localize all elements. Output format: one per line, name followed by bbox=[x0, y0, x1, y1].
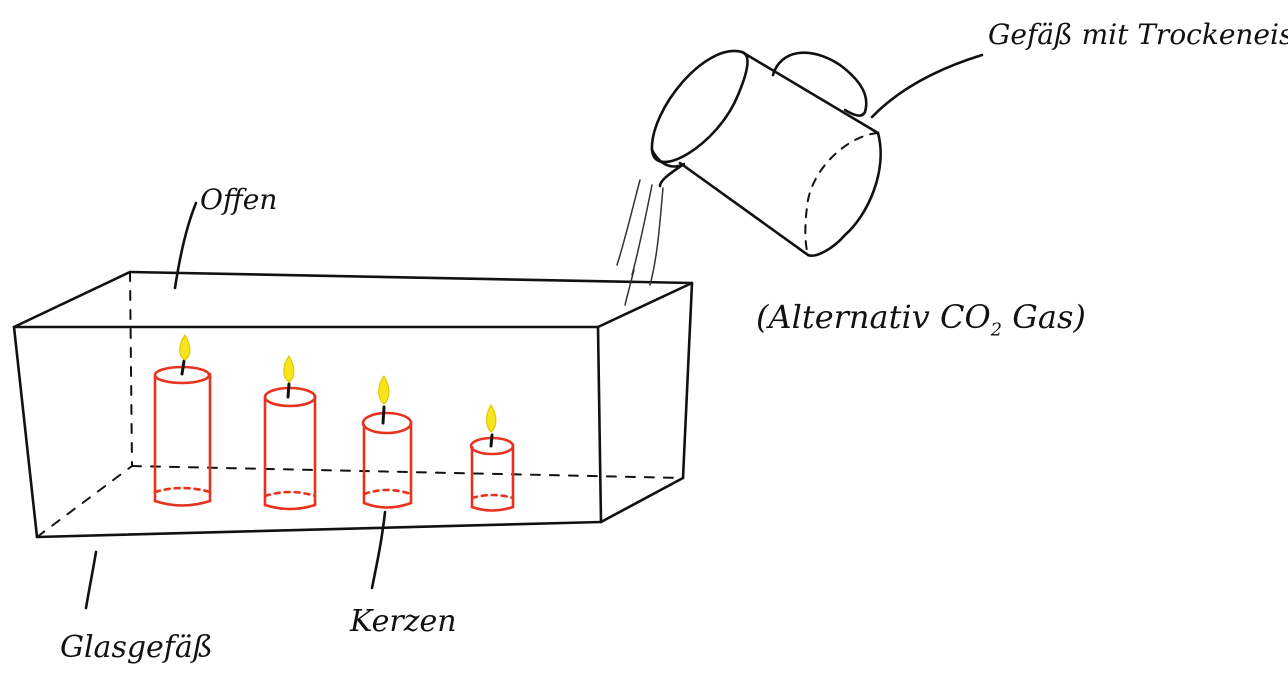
candle-4 bbox=[469, 436, 515, 512]
gas-stream bbox=[616, 179, 664, 306]
candle-2 bbox=[263, 386, 317, 511]
tank-front-right-edge bbox=[596, 325, 603, 524]
label-offen: Offen bbox=[200, 183, 278, 216]
flame-3-icon bbox=[378, 375, 390, 405]
label-alternative-subscript: 2 bbox=[990, 319, 1003, 341]
candle-1 bbox=[153, 365, 212, 507]
leader-line-glas bbox=[84, 550, 98, 610]
wick-4 bbox=[489, 433, 494, 448]
pitcher-bottom-side bbox=[678, 161, 810, 257]
pitcher-top-side bbox=[740, 50, 880, 135]
wick-3 bbox=[381, 405, 386, 425]
wick-2 bbox=[286, 382, 291, 399]
label-gefaess-mit-trockeneis: Gefäß mit Trockeneis bbox=[988, 18, 1288, 51]
flame-1-icon bbox=[179, 334, 191, 361]
candles bbox=[153, 365, 515, 512]
wick-1 bbox=[180, 359, 186, 376]
label-glasgefaess: Glasgefäß bbox=[60, 630, 213, 665]
tank-top-left-edge bbox=[12, 270, 132, 329]
tank-top-back-edge bbox=[128, 270, 694, 285]
wicks bbox=[180, 359, 494, 448]
label-alternative-prefix: (Alternativ CO bbox=[756, 298, 991, 336]
label-kerzen: Kerzen bbox=[350, 604, 457, 639]
candle-3 bbox=[361, 411, 413, 509]
pitcher-handle bbox=[771, 51, 868, 117]
tank-front-left-edge bbox=[12, 325, 39, 539]
tank-hidden-back-left-edge bbox=[129, 271, 133, 467]
pitcher bbox=[650, 49, 882, 257]
label-alternative-co2: (Alternativ CO2 Gas) bbox=[756, 298, 1086, 340]
tank-hidden-bottom-left-edge bbox=[36, 465, 133, 538]
leader-line-kerzen bbox=[370, 510, 387, 590]
pitcher-rim bbox=[650, 49, 749, 164]
tank-hidden-back-bottom-edge bbox=[131, 465, 684, 479]
leader-line-offen bbox=[173, 201, 198, 290]
glass-vessel bbox=[12, 270, 694, 539]
tank-front-bottom-edge bbox=[35, 520, 603, 539]
pitcher-bottom-hidden bbox=[804, 132, 879, 256]
pitcher-spout bbox=[650, 148, 686, 188]
flame-2-icon bbox=[283, 355, 295, 383]
tank-right-bottom-edge bbox=[599, 476, 685, 524]
flame-4-icon bbox=[485, 404, 497, 433]
leader-line-gefaess bbox=[870, 53, 984, 119]
tank-back-right-edge bbox=[681, 281, 694, 480]
tank-top-right-edge bbox=[596, 281, 694, 329]
pitcher-bottom-visible bbox=[806, 131, 882, 257]
flames bbox=[179, 334, 497, 433]
label-alternative-suffix: Gas) bbox=[1002, 298, 1086, 336]
